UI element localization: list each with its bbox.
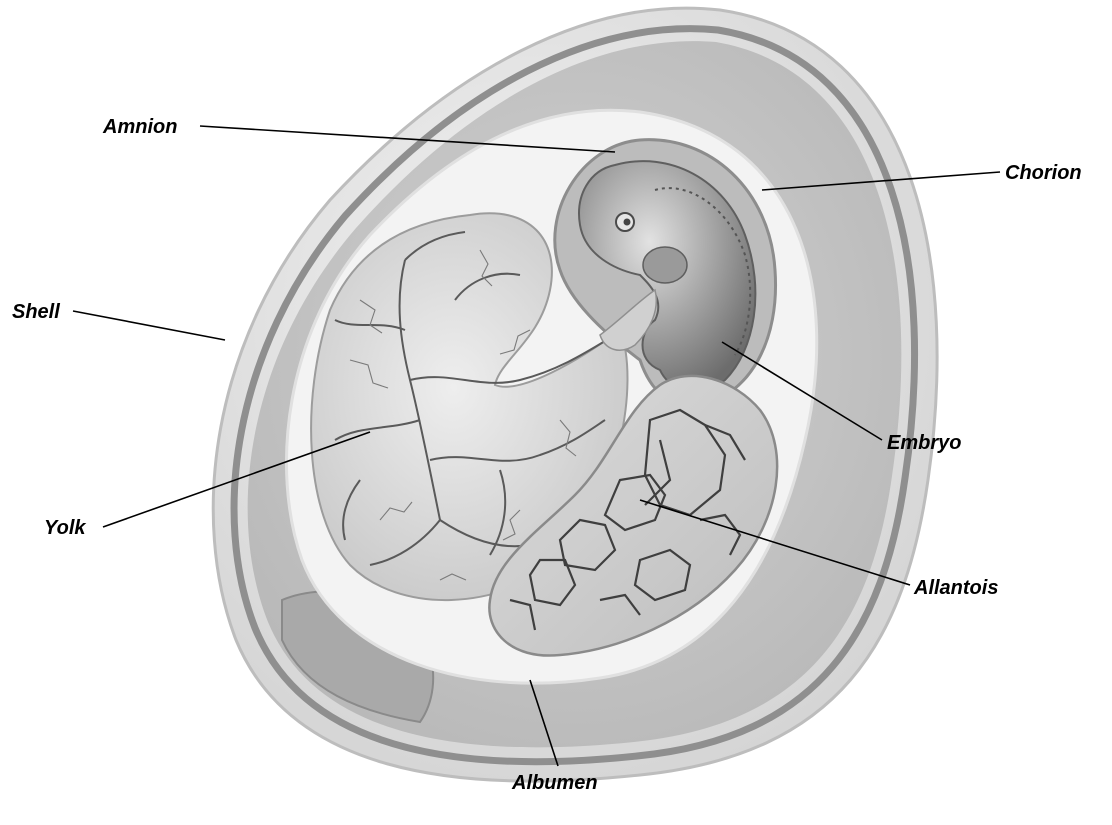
embryo-heart	[643, 247, 687, 283]
leader-shell	[73, 311, 225, 340]
label-allantois: Allantois	[913, 577, 998, 599]
label-embryo: Embryo	[887, 432, 961, 454]
label-yolk: Yolk	[44, 517, 86, 539]
label-chorion: Chorion	[1005, 162, 1082, 184]
label-shell: Shell	[12, 301, 60, 323]
label-albumen: Albumen	[511, 772, 598, 794]
label-amnion: Amnion	[102, 116, 177, 138]
